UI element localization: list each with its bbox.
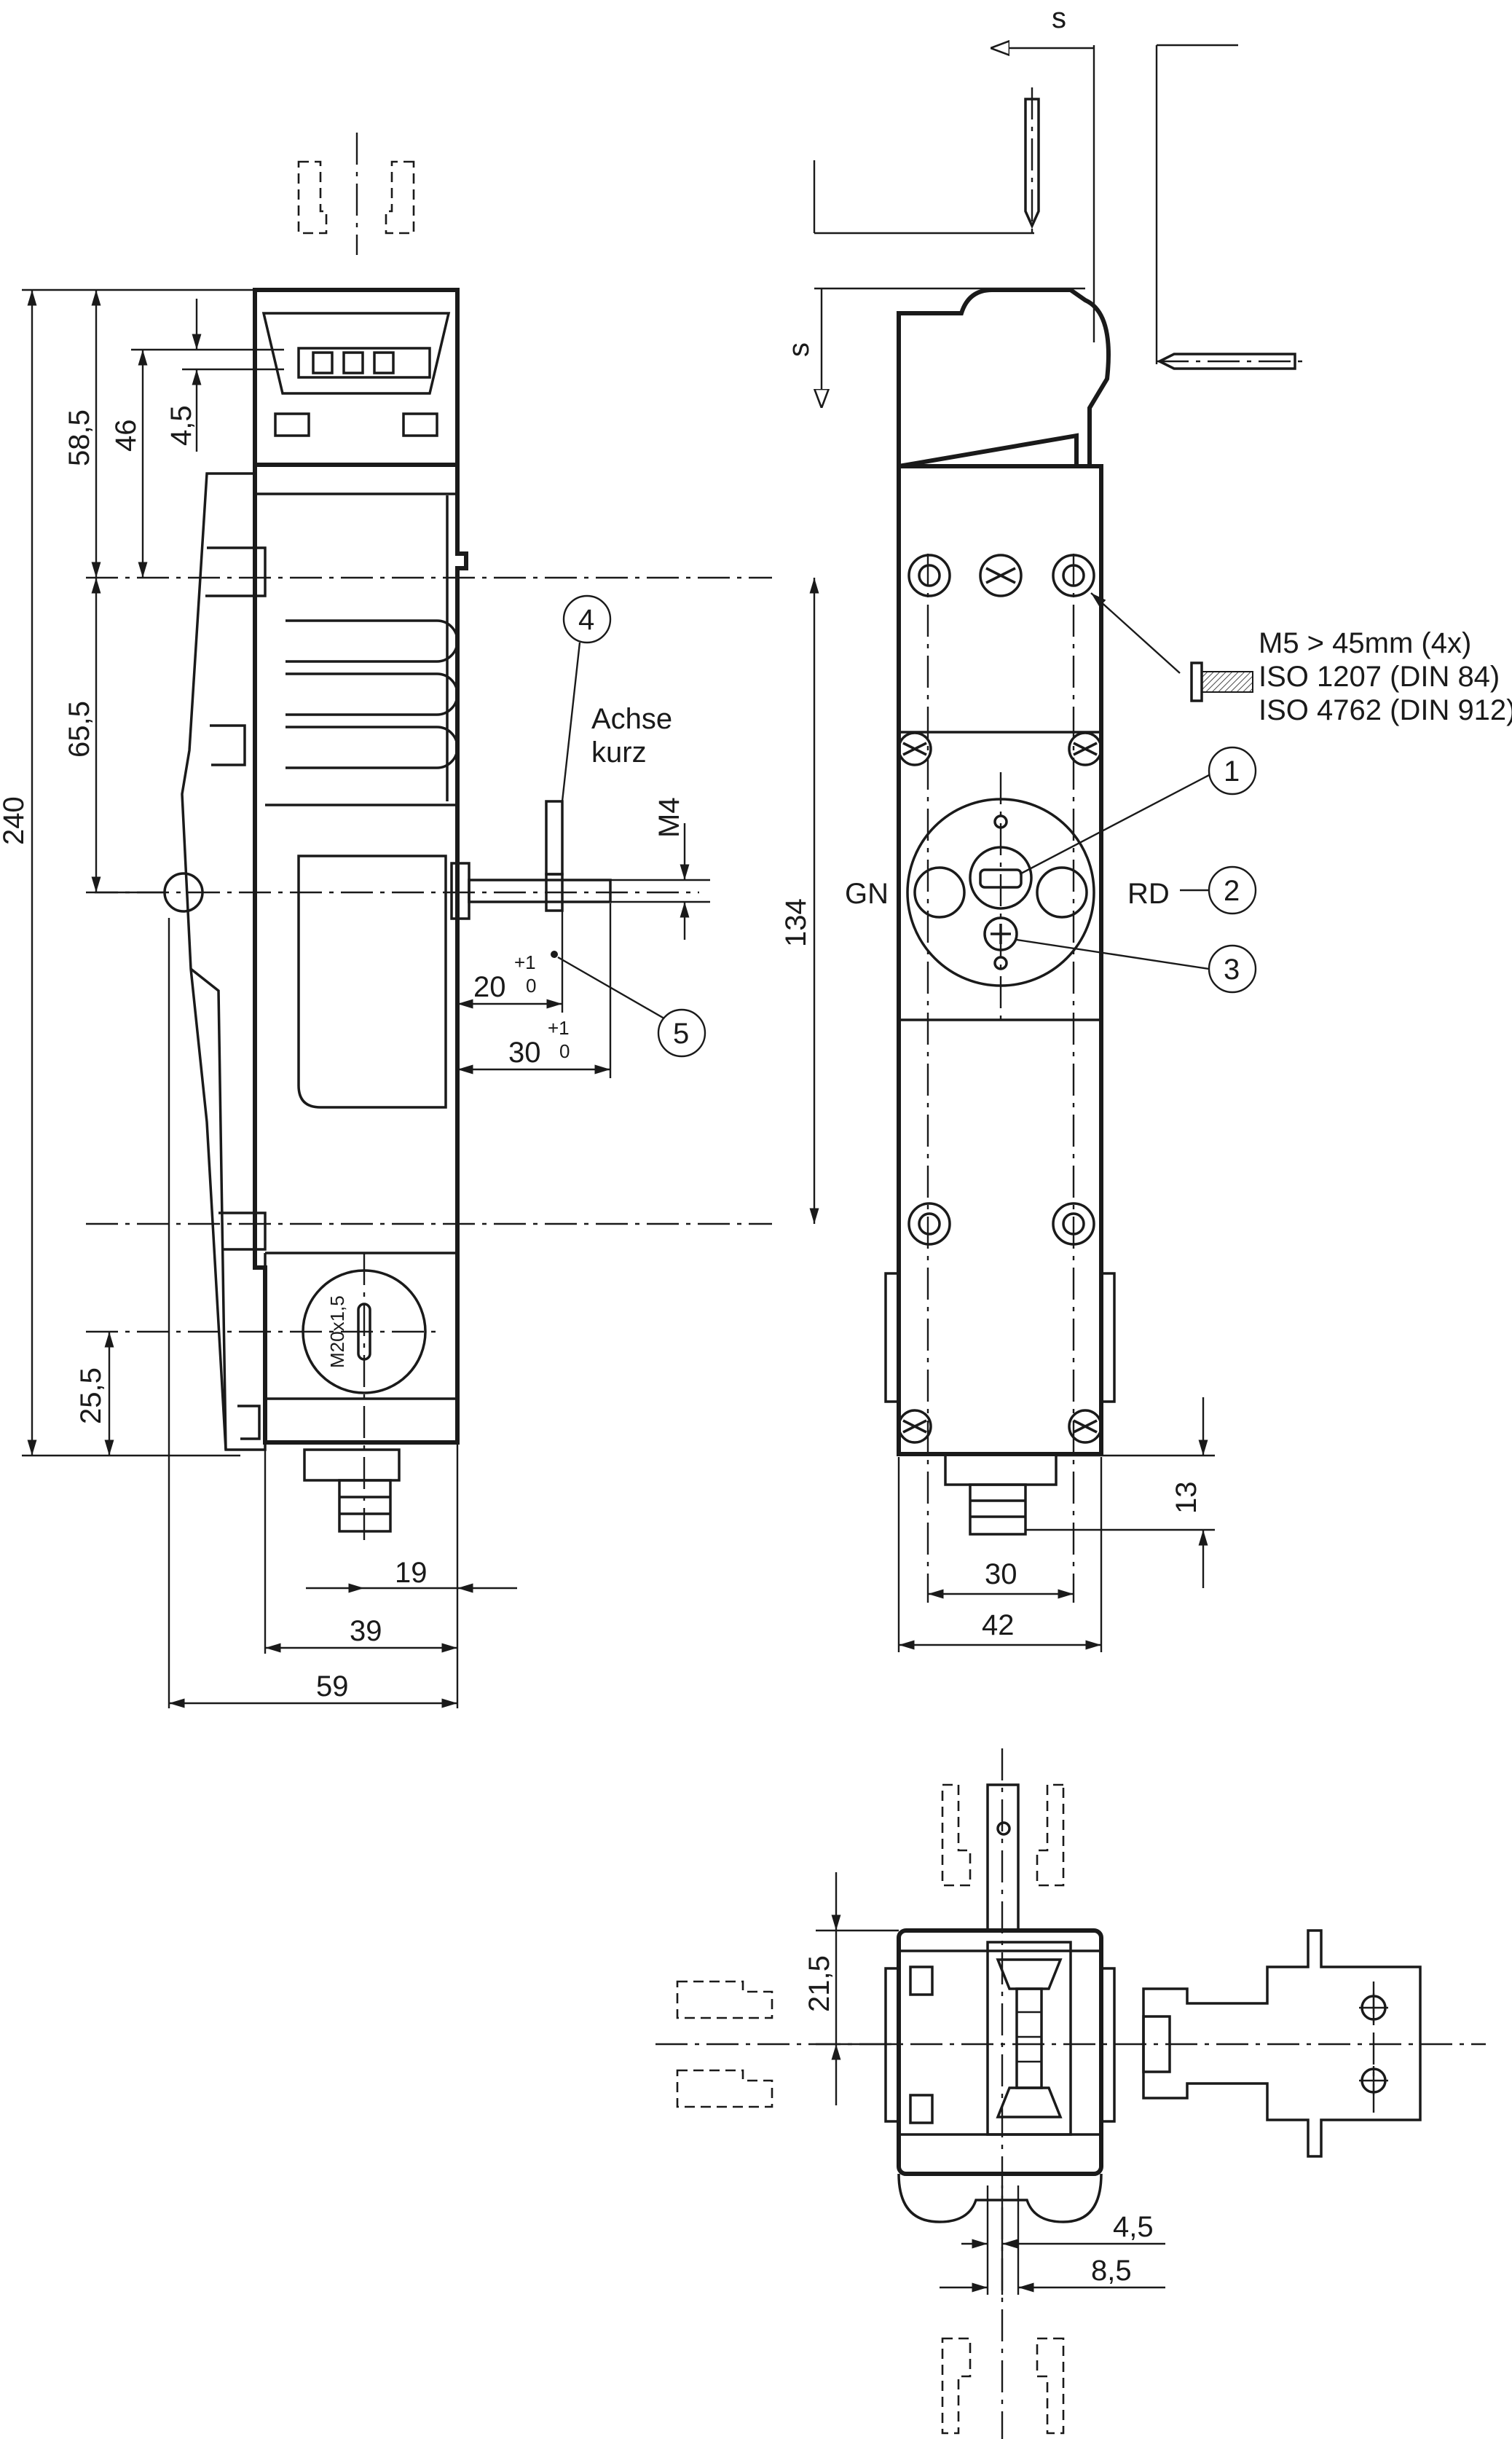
dim-134: 134 [780, 898, 812, 947]
dim-4-5-bottom: 4,5 [1113, 2211, 1154, 2243]
callout-2: 2 [1224, 875, 1240, 907]
achse-label: Achse [591, 703, 672, 735]
s-indicator: s s [783, 2, 1305, 408]
callout-1: 1 [1224, 755, 1240, 788]
side-axle [450, 800, 612, 958]
rd-label: RD [1127, 878, 1170, 910]
callout-4: 4 [578, 604, 594, 636]
side-head [253, 288, 460, 467]
dim-4-5-top: 4,5 [165, 405, 197, 446]
dim-30-tol-low: 0 [559, 1040, 570, 1062]
dim-39: 39 [350, 1615, 382, 1647]
side-lever [163, 472, 267, 1451]
dim-59: 59 [316, 1670, 349, 1702]
dim-19: 19 [395, 1557, 428, 1589]
dim-13: 13 [1170, 1482, 1202, 1515]
mount-hole-tl [907, 554, 951, 597]
mount-hole-bl [907, 1202, 951, 1246]
dim-240: 240 [0, 796, 30, 845]
side-body: M20x1,5 [253, 463, 468, 1445]
top-view: 21,5 4,5 8,5 [655, 1748, 1486, 2439]
dim-30-tol-up: +1 [548, 1017, 570, 1039]
callout-3: 3 [1224, 954, 1240, 986]
cover-screws [897, 554, 1103, 1444]
gn-label: GN [845, 878, 889, 910]
callout-5: 5 [673, 1018, 689, 1050]
dim-20: 20 [473, 971, 506, 1003]
dim-21-5: 21,5 [803, 1955, 835, 2012]
side-connector [303, 1448, 401, 1533]
screw-note-1: M5 > 45mm (4x) [1259, 627, 1471, 659]
screw-icon [1190, 661, 1253, 702]
kurz-label: kurz [591, 737, 647, 769]
front-view: s s [780, 2, 1512, 1652]
screw-note-2: ISO 1207 (DIN 84) [1259, 661, 1500, 693]
dim-65-5: 65,5 [63, 701, 95, 758]
dim-46: 46 [110, 420, 142, 452]
dim-8-5: 8,5 [1091, 2255, 1132, 2287]
dim-20-tol-low: 0 [526, 975, 536, 997]
screw-note-3: ISO 4762 (DIN 912) [1259, 694, 1512, 726]
actuator [1142, 1929, 1422, 2158]
s-label-top: s [1052, 2, 1066, 34]
m4-label: M4 [653, 797, 685, 838]
dim-30-front: 30 [985, 1558, 1017, 1590]
dim-20-tol-up: +1 [514, 951, 536, 973]
dim-42: 42 [982, 1609, 1015, 1641]
dim-30-side: 30 [508, 1037, 541, 1069]
actuator-ghost-top [297, 133, 415, 255]
front-connector [944, 1453, 1058, 1536]
dim-58-5: 58,5 [63, 409, 95, 466]
side-view: M20x1,5 [0, 133, 772, 1708]
s-label-side: s [783, 342, 815, 357]
dim-25-5: 25,5 [75, 1367, 107, 1424]
